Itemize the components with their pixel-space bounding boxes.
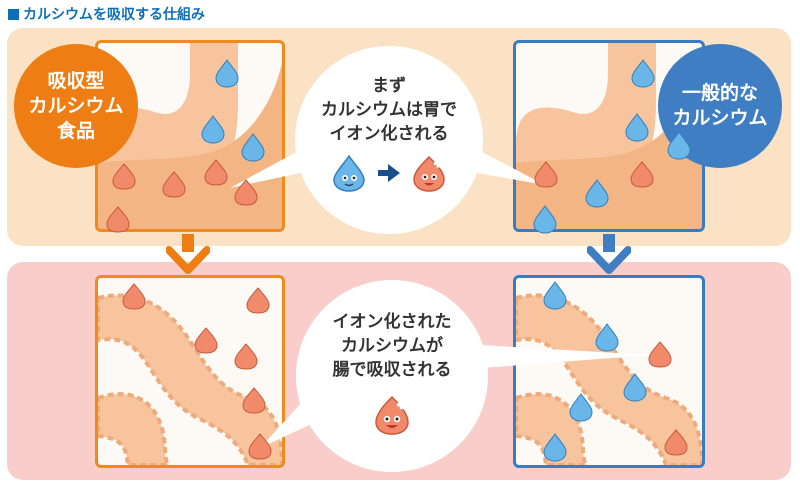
calcium-drop-icon	[620, 372, 650, 402]
calcium-drop-icon	[238, 132, 268, 162]
bubble-text-line: まず	[372, 74, 406, 98]
calcium-drop-icon	[330, 154, 368, 192]
page-title: カルシウムを吸収する仕組み	[8, 4, 205, 24]
calcium-ion-icon	[628, 160, 656, 188]
calcium-ion-icon	[232, 342, 260, 370]
calcium-drop-icon	[212, 58, 242, 88]
calcium-ion-icon	[246, 432, 274, 460]
intestine-absorption-bubble: イオン化された カルシウムが 腸で吸収される	[296, 280, 488, 472]
page-title-text: カルシウムを吸収する仕組み	[23, 4, 205, 24]
bubble-text-line: イオン化された	[333, 310, 452, 334]
calcium-drop-icon	[582, 178, 612, 208]
absorbable-calcium-label: 吸収型 カルシウム 食品	[14, 44, 138, 168]
calcium-ion-icon	[244, 286, 272, 314]
down-arrow-icon	[587, 234, 631, 274]
calcium-drop-icon	[664, 130, 694, 160]
calcium-drop-icon	[592, 322, 622, 352]
calcium-ion-icon	[110, 162, 138, 190]
square-icon	[8, 9, 19, 20]
calcium-ion-icon	[240, 386, 268, 414]
bubble-text-line: 腸で吸収される	[333, 358, 452, 382]
stomach-ionization-bubble: まず カルシウムは胃で イオン化される	[295, 46, 483, 234]
label-line: カルシウム	[28, 94, 123, 119]
calcium-drop-icon	[622, 112, 652, 142]
calcium-ion-icon	[202, 158, 230, 186]
label-line: 食品	[57, 119, 95, 144]
down-arrow-icon	[166, 234, 210, 274]
calcium-ion-icon	[410, 154, 448, 192]
right-arrow-icon	[378, 164, 400, 182]
label-line: 一般的な	[682, 81, 758, 106]
calcium-drop-icon	[540, 280, 570, 310]
calcium-ion-icon	[371, 394, 413, 436]
label-line: カルシウム	[672, 106, 767, 131]
calcium-ion-icon	[662, 428, 690, 456]
calcium-ion-icon	[532, 160, 560, 188]
calcium-drop-icon	[198, 114, 228, 144]
bubble-text-line: カルシウムは胃で	[321, 98, 457, 122]
calcium-drop-icon	[628, 58, 658, 88]
calcium-ion-icon	[646, 340, 674, 368]
calcium-ion-icon	[120, 282, 148, 310]
calcium-drop-icon	[530, 204, 560, 234]
calcium-ion-icon	[192, 326, 220, 354]
calcium-drop-icon	[540, 432, 570, 462]
calcium-ion-icon	[104, 205, 132, 233]
label-line: 吸収型	[47, 69, 104, 94]
calcium-ion-icon	[160, 170, 188, 198]
bubble-text-line: イオン化される	[330, 122, 449, 146]
calcium-ion-icon	[232, 178, 260, 206]
calcium-drop-icon	[566, 392, 596, 422]
bubble-text-line: カルシウムが	[341, 334, 443, 358]
